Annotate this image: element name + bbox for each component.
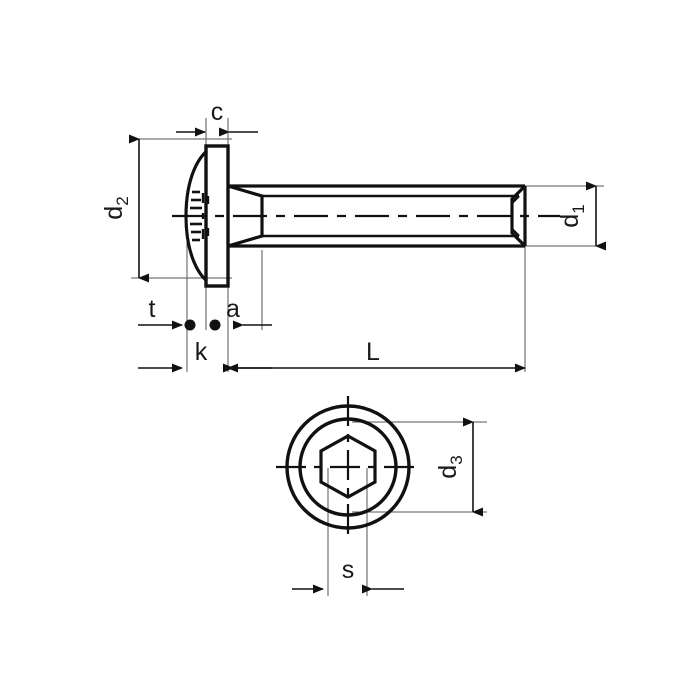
socket-depth-marks <box>201 193 210 239</box>
dimension-t-a: t a <box>138 295 272 331</box>
dimension-d2: d2 <box>100 134 149 283</box>
dimension-label-t: t <box>149 295 156 323</box>
dimension-label-d3: d3 <box>434 455 466 478</box>
dimension-dot-t <box>184 319 196 331</box>
dimension-label-k: k <box>195 338 208 366</box>
dimension-label-s: s <box>342 556 355 584</box>
dimension-c: c <box>176 98 258 137</box>
end-view: d3 s <box>276 396 487 596</box>
dimension-L: L <box>227 338 526 373</box>
dimension-s: s <box>292 556 404 594</box>
screw-head <box>184 144 230 288</box>
dimension-label-d2: d2 <box>100 196 132 219</box>
dimension-label-d1: d1 <box>556 204 588 227</box>
dimension-label-L: L <box>366 338 380 366</box>
hex-socket <box>319 434 377 499</box>
socket-section-marks <box>190 190 202 242</box>
dimension-d1: d1 <box>556 181 606 251</box>
dimension-label-a: a <box>226 295 240 323</box>
dimension-label-c: c <box>211 98 224 126</box>
dimension-k: k <box>138 338 272 373</box>
dimension-dot-a <box>209 319 221 331</box>
screw-shank <box>227 184 527 248</box>
side-view: c d2 d1 t a <box>100 98 606 373</box>
dimension-d3: d3 <box>434 417 483 517</box>
